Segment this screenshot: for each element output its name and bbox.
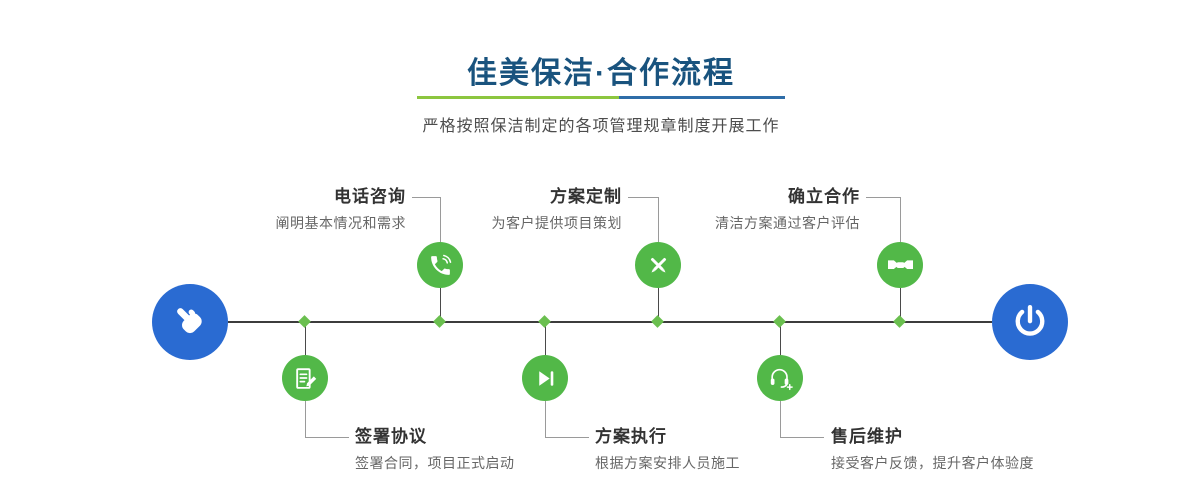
power-icon [1015,304,1045,336]
connector-line [900,288,901,322]
design-tools-icon [650,257,666,272]
connector-line [780,401,781,437]
connector-line [658,197,659,242]
step-label: 签署协议 [355,427,427,446]
step-label: 方案执行 [595,427,667,446]
page-subtitle: 严格按照保洁制定的各项管理规章制度开展工作 [422,118,780,135]
timeline-line [228,321,992,323]
step-desc: 接受客户反馈，提升客户体验度 [831,455,1034,471]
timeline-marker [298,315,311,328]
handshake-icon [887,259,913,269]
step-label: 确立合作 [788,187,860,206]
pointing-hand-icon [177,308,202,334]
step-establish-cooperation: 确立合作 清洁方案通过客户评估 [650,186,860,233]
step-node-agreement [282,355,328,401]
timeline-marker [773,315,786,328]
phone-icon [430,254,451,275]
timeline-marker [893,315,906,328]
connector-line [780,437,824,438]
start-node [152,284,228,360]
connector-line [440,288,441,322]
divider-green-segment [417,96,619,99]
timeline-marker [651,315,664,328]
step-desc: 阐明基本情况和需求 [275,215,406,231]
step-node-design [635,242,681,288]
step-desc: 签署合同，项目正式启动 [355,455,515,471]
step-node-aftersale [757,355,803,401]
connector-line [866,197,900,198]
play-next-icon [538,370,553,386]
step-plan-execution: 方案执行 根据方案安排人员施工 [595,426,825,473]
connector-line [545,437,589,438]
divider-blue-segment [619,96,785,99]
step-node-execution [522,355,568,401]
step-label: 售后维护 [831,427,903,446]
step-node-phone [417,242,463,288]
connector-line [412,197,440,198]
connector-line [545,401,546,437]
title-divider [417,96,785,99]
connector-line [628,197,658,198]
page-title: 佳美保洁·合作流程 [467,57,735,90]
connector-line [305,322,306,355]
step-node-cooperation [877,242,923,288]
step-desc: 为客户提供项目策划 [491,215,622,231]
step-plan-design: 方案定制 为客户提供项目策划 [416,186,622,233]
timeline-marker [538,315,551,328]
step-aftersale-maintenance: 售后维护 接受客户反馈，提升客户体验度 [831,426,1071,473]
contract-pen-icon [295,367,316,389]
step-phone-consult: 电话咨询 阐明基本情况和需求 [196,186,406,233]
connector-line [305,437,349,438]
connector-line [305,401,306,437]
headset-support-icon [770,368,793,390]
connector-line [900,197,901,242]
step-label: 电话咨询 [334,187,406,206]
connector-line [658,288,659,322]
connector-line [545,322,546,355]
step-sign-agreement: 签署协议 签署合同，项目正式启动 [355,426,585,473]
connector-line [440,197,441,242]
step-label: 方案定制 [550,187,622,206]
step-desc: 根据方案安排人员施工 [595,455,740,471]
connector-line [780,322,781,355]
timeline-marker [433,315,446,328]
end-node [992,284,1068,360]
step-desc: 清洁方案通过客户评估 [715,215,860,231]
